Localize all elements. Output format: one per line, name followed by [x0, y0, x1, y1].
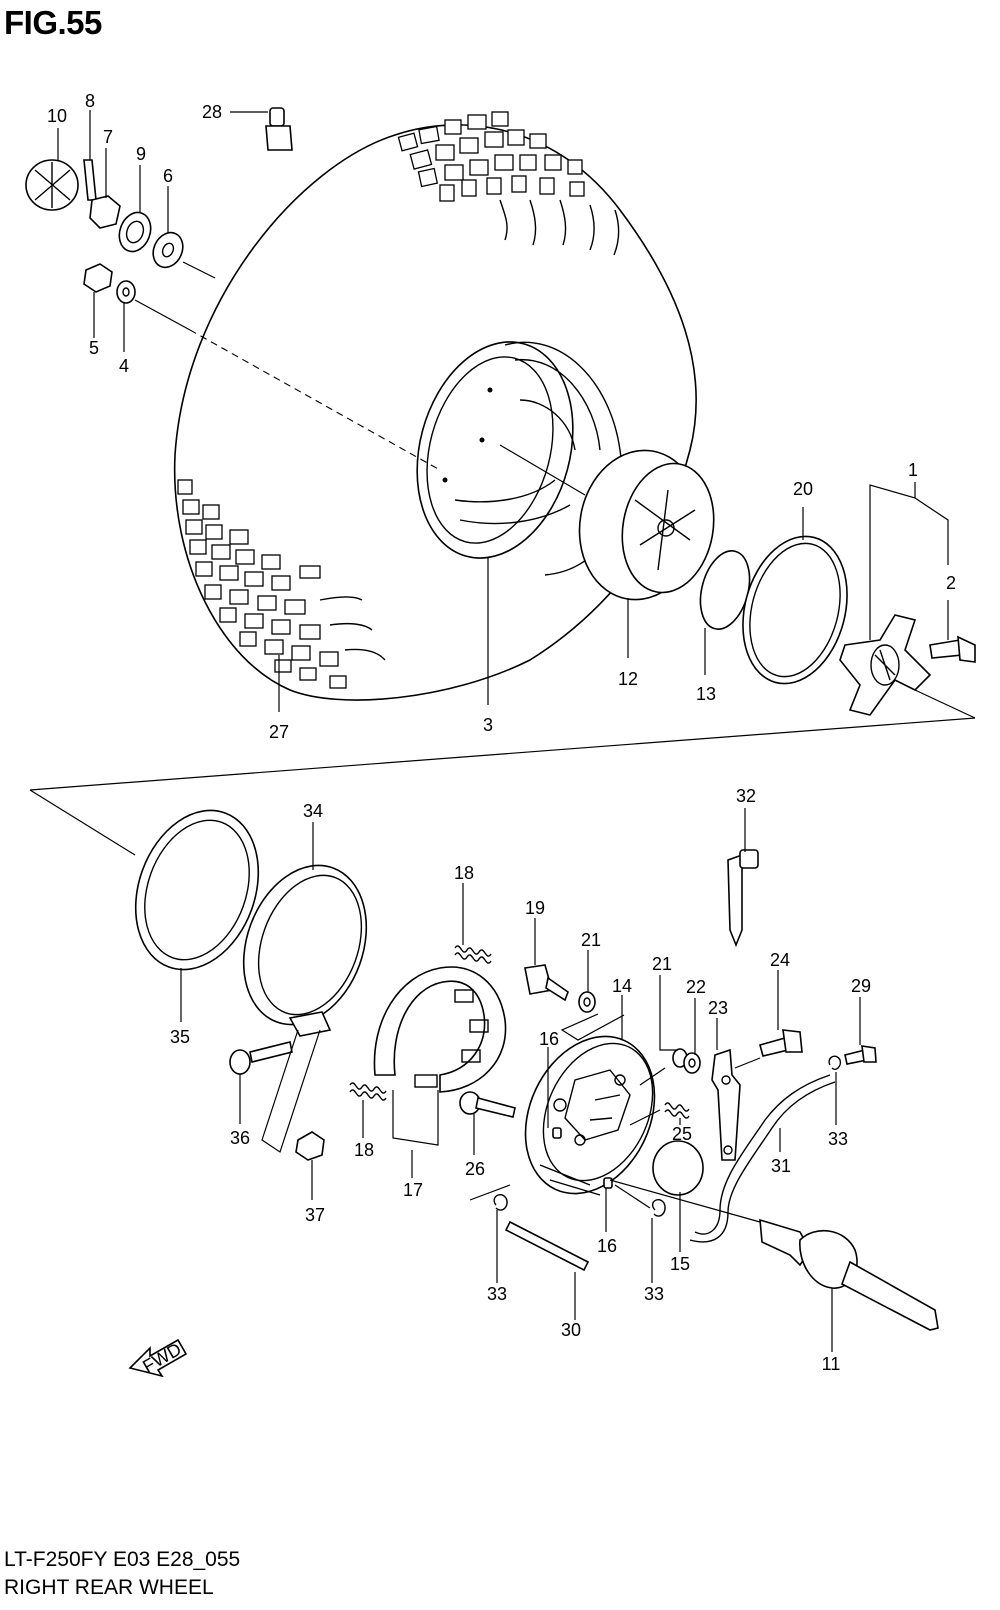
callout-4: 4	[119, 356, 129, 376]
callout-24: 24	[770, 950, 790, 970]
callout-6: 6	[163, 166, 173, 186]
clamp-part-33-left[interactable]	[493, 1194, 508, 1211]
spring-part-18-upper[interactable]	[454, 945, 492, 964]
washer-part-9[interactable]	[114, 208, 156, 256]
callout-18a: 18	[454, 863, 474, 883]
bolt-part-26[interactable]	[459, 1091, 516, 1118]
valve-part-28[interactable]	[265, 107, 293, 151]
callout-36: 36	[230, 1128, 250, 1148]
nut-part-37[interactable]	[295, 1131, 325, 1161]
callout-5: 5	[89, 338, 99, 358]
callout-29: 29	[851, 976, 871, 996]
callout-30: 30	[561, 1320, 581, 1340]
callout-9: 9	[136, 144, 146, 164]
axle-part-11[interactable]	[759, 1218, 939, 1331]
callout-33c: 33	[644, 1284, 664, 1304]
callout-7: 7	[103, 127, 113, 147]
rod-part-30[interactable]	[504, 1220, 590, 1272]
brake-lever-part-23[interactable]	[711, 1048, 741, 1161]
callout-28: 28	[202, 102, 222, 122]
washer-part-21-left[interactable]	[578, 991, 596, 1013]
bolt-part-24[interactable]	[759, 1029, 803, 1057]
brake-panel-part-14[interactable]	[501, 1015, 679, 1214]
tire-tread-top	[397, 111, 620, 256]
callout-14: 14	[612, 976, 632, 996]
clamp-part-33-top[interactable]	[828, 1055, 842, 1070]
pipe-part-31[interactable]	[689, 1074, 836, 1243]
callout-15: 15	[670, 1254, 690, 1274]
callout-16b: 16	[597, 1236, 617, 1256]
callout-34: 34	[303, 801, 323, 821]
callout-37: 37	[305, 1205, 325, 1225]
leader-lines-bottom	[180, 808, 861, 1352]
cap-nut-part-10[interactable]	[25, 159, 79, 211]
spring-part-18-lower[interactable]	[349, 1082, 387, 1101]
seal-ring-part-20[interactable]	[727, 525, 862, 696]
callout-19: 19	[525, 898, 545, 918]
callout-35: 35	[170, 1027, 190, 1047]
callout-25: 25	[672, 1124, 692, 1144]
clamp-part-33-mid[interactable]	[651, 1199, 666, 1217]
washer-part-22[interactable]	[683, 1052, 701, 1074]
callout-22: 22	[686, 977, 706, 997]
nipple-part-16-upper[interactable]	[552, 1127, 562, 1139]
brake-shoes-part-17[interactable]	[373, 966, 507, 1093]
bolt-part-29[interactable]	[844, 1045, 877, 1065]
callout-32: 32	[736, 786, 756, 806]
hub-drum-part-12[interactable]	[568, 441, 724, 610]
ring-part-35[interactable]	[114, 793, 279, 987]
callout-10: 10	[47, 106, 67, 126]
callout-2: 2	[946, 573, 956, 593]
hub-flange-part-1[interactable]	[839, 614, 932, 716]
callout-21b: 21	[652, 954, 672, 974]
callout-31: 31	[771, 1156, 791, 1176]
washer-part-4[interactable]	[116, 280, 136, 304]
callout-26: 26	[465, 1159, 485, 1179]
callout-12: 12	[618, 669, 638, 689]
leader-lines-top	[29, 110, 976, 856]
tire-tread-bottom	[177, 479, 386, 689]
cover-part-34[interactable]	[222, 848, 387, 1042]
cotter-pin-part-8[interactable]	[83, 159, 97, 201]
callout-33b: 33	[487, 1284, 507, 1304]
callout-33a: 33	[828, 1129, 848, 1149]
figure-name: RIGHT REAR WHEEL	[4, 1576, 214, 1599]
figure-code: LT-F250FY E03 E28_055	[4, 1548, 241, 1571]
screw-part-36[interactable]	[229, 1041, 293, 1075]
bolt-part-19[interactable]	[524, 964, 569, 1002]
fwd-label: FWD	[139, 1339, 184, 1377]
nut-part-7[interactable]	[89, 195, 121, 229]
callout-1: 1	[908, 460, 918, 480]
callout-27: 27	[269, 722, 289, 742]
callout-8: 8	[85, 91, 95, 111]
callout-21a: 21	[581, 930, 601, 950]
callout-3: 3	[483, 715, 493, 735]
callout-13: 13	[696, 684, 716, 704]
callout-20: 20	[793, 479, 813, 499]
nut-part-5[interactable]	[83, 263, 113, 293]
bolt-part-2[interactable]	[929, 635, 976, 663]
callout-16a: 16	[539, 1029, 559, 1049]
callout-18b: 18	[354, 1140, 374, 1160]
callout-labels: 1 2 3 4 5 6 7 8 9 10 11 12 13 14 15 16 1…	[47, 91, 956, 1374]
callout-11: 11	[822, 1354, 841, 1374]
figure-title: FIG.55	[4, 4, 102, 41]
spring-part-25[interactable]	[664, 1102, 690, 1119]
callout-17: 17	[403, 1180, 423, 1200]
washer-part-6[interactable]	[148, 228, 189, 272]
rim-part-3[interactable]	[394, 324, 623, 576]
nipple-part-16-lower[interactable]	[603, 1177, 613, 1189]
callout-23: 23	[708, 998, 728, 1018]
clip-part-32[interactable]	[727, 849, 759, 948]
fwd-arrow-icon: FWD	[128, 1339, 188, 1378]
seal-part-15[interactable]	[652, 1140, 704, 1196]
